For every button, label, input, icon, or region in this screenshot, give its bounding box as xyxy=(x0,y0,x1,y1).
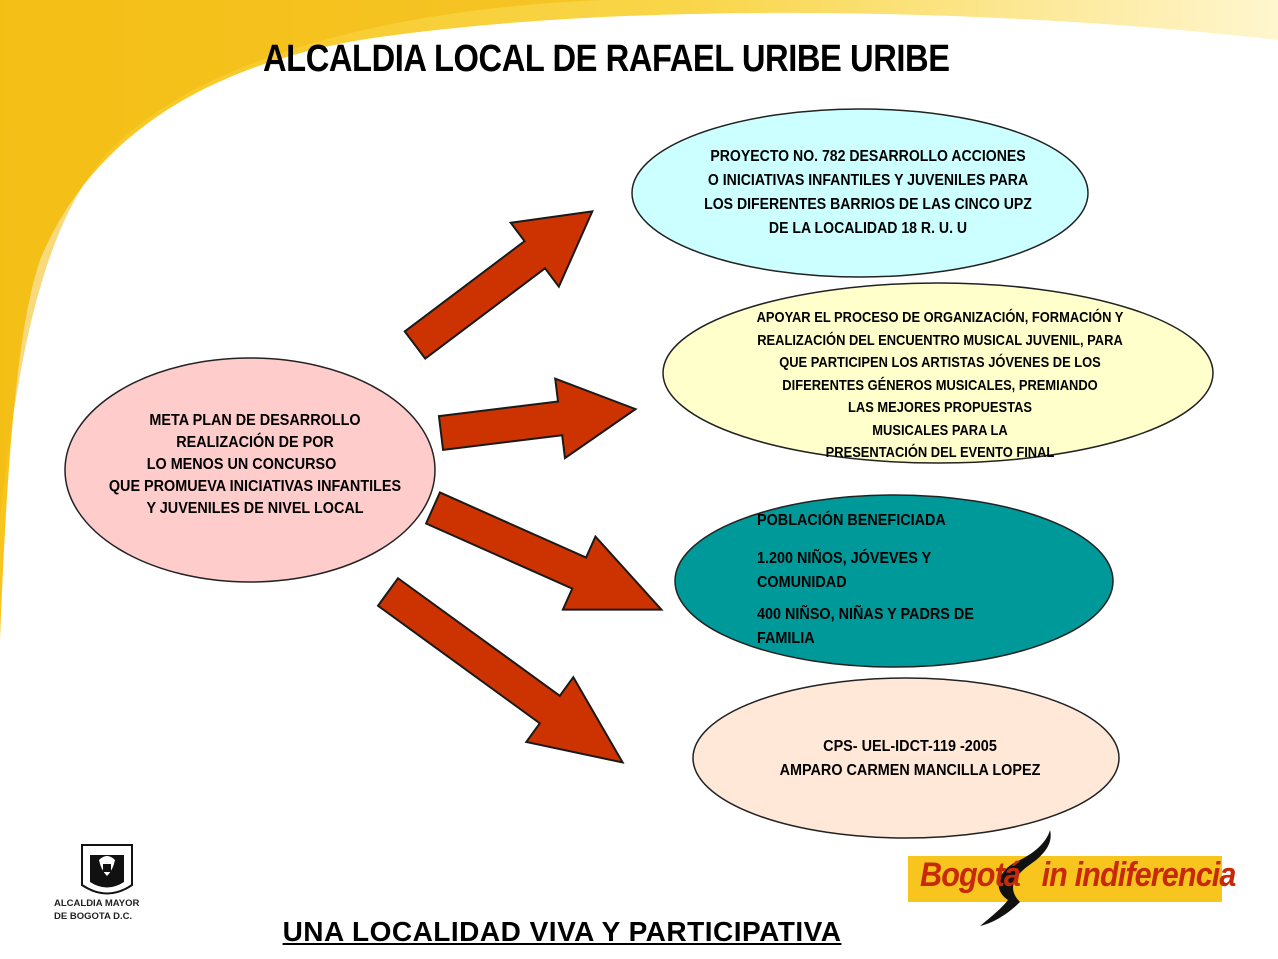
apoyar-text: APOYAR EL PROCESO DE ORGANIZACIÓN, FORMA… xyxy=(699,307,1181,465)
coat-of-arms-icon xyxy=(81,844,133,895)
apoyar-line: PRESENTACIÓN DEL EVENTO FINAL xyxy=(825,444,1055,461)
meta-line: Y JUVENILES DE NIVEL LOCAL xyxy=(146,500,364,517)
meta-text: META PLAN DE DESARROLLO REALIZACIÓN DE P… xyxy=(80,410,431,520)
proyecto-ellipse xyxy=(631,108,1089,278)
logo-line: DE BOGOTA D.C. xyxy=(54,911,133,922)
meta-line: LO MENOS UN CONCURSO xyxy=(146,456,337,473)
meta-line: META PLAN DE DESARROLLO xyxy=(149,412,361,429)
cps-ellipse xyxy=(692,677,1120,839)
brand-part2: in indiferencia xyxy=(1041,856,1237,894)
poblacion-text: POBLACIÓN BENEFICIADA 1.200 NIÑOS, JÓVEV… xyxy=(757,509,1054,651)
meta-line: QUE PROMUEVA INICIATIVAS INFANTILES xyxy=(108,478,402,495)
proyecto-line: LOS DIFERENTES BARRIOS DE LAS CINCO UPZ xyxy=(704,196,1032,213)
meta-line: REALIZACIÓN DE POR xyxy=(176,434,334,451)
arrow-to-poblacion xyxy=(424,491,664,611)
cps-code: CPS- UEL-IDCT-119 -2005 xyxy=(823,738,997,755)
apoyar-line: LAS MEJORES PROPUESTAS xyxy=(848,399,1032,416)
bogota-brand-band xyxy=(908,830,1222,926)
cps-name: AMPARO CARMEN MANCILLA LOPEZ xyxy=(779,762,1041,779)
brand-part1: Bogotá xyxy=(920,856,1021,894)
apoyar-ellipse xyxy=(662,282,1214,464)
apoyar-line: DIFERENTES GÉNEROS MUSICALES, PREMIANDO xyxy=(782,376,1098,394)
meta-ellipse xyxy=(64,357,436,583)
proyecto-text: PROYECTO NO. 782 DESARROLLO ACCIONES O I… xyxy=(657,145,1079,241)
arrow-to-apoyar xyxy=(437,377,638,460)
apoyar-line: QUE PARTICIPEN LOS ARTISTAS JÓVENES DE L… xyxy=(779,354,1101,371)
cps-text: CPS- UEL-IDCT-119 -2005 AMPARO CARMEN MA… xyxy=(721,735,1099,783)
bogota-brand-text: Bogotá in indiferencia xyxy=(920,856,1236,895)
poblacion-item: 400 NIÑSO, NIÑAS Y PADRS DE FAMILIA xyxy=(757,606,974,647)
apoyar-line: MUSICALES PARA LA xyxy=(872,421,1008,439)
footer-slogan: UNA LOCALIDAD VIVA Y PARTICIPATIVA xyxy=(282,916,842,947)
apoyar-line: REALIZACIÓN DEL ENCUENTRO MUSICAL JUVENI… xyxy=(757,331,1123,349)
arrow-to-proyecto xyxy=(403,210,594,360)
proyecto-line: O INICIATIVAS INFANTILES Y JUVENILES PAR… xyxy=(707,172,1029,189)
proyecto-line: DE LA LOCALIDAD 18 R. U. U xyxy=(768,220,968,237)
apoyar-line: APOYAR EL PROCESO DE ORGANIZACIÓN, FORMA… xyxy=(756,309,1124,326)
poblacion-item: 1.200 NIÑOS, JÓVEVES Y COMUNIDAD xyxy=(757,550,931,591)
poblacion-ellipse xyxy=(674,494,1114,668)
arrow-to-cps xyxy=(376,576,625,764)
logo-line: ALCALDIA MAYOR xyxy=(54,898,140,909)
alcaldia-mayor-logo: ALCALDIA MAYOR DE BOGOTA D.C. xyxy=(52,842,162,922)
poblacion-heading: POBLACIÓN BENEFICIADA xyxy=(757,512,946,529)
page-title: ALCALDIA LOCAL DE RAFAEL URIBE URIBE xyxy=(263,38,950,80)
proyecto-line: PROYECTO NO. 782 DESARROLLO ACCIONES xyxy=(710,148,1026,165)
